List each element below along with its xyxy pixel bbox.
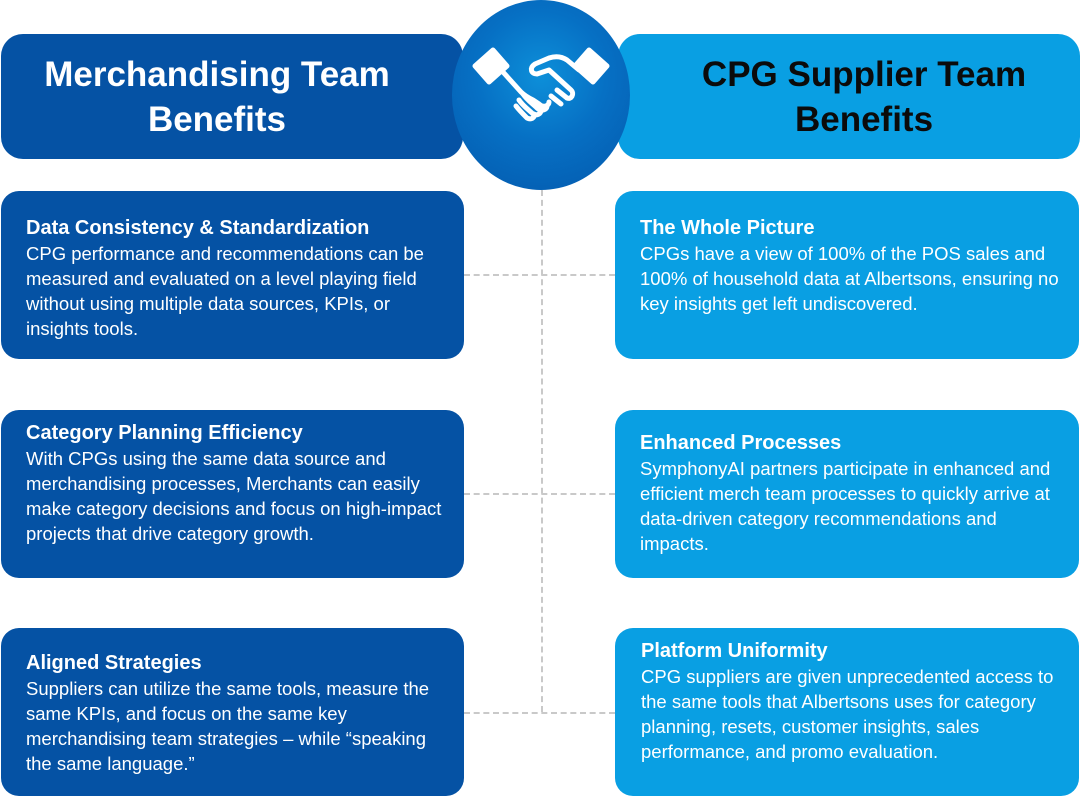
merchandising-team-header: Merchandising Team Benefits [1,34,463,159]
card-title: Enhanced Processes [640,432,842,454]
card-data-consistency: Data Consistency & Standardization CPG p… [1,191,464,359]
card-platform-uniformity: Platform Uniformity CPG suppliers are gi… [615,628,1079,796]
card-body: SymphonyAI partners participate in enhan… [640,458,1051,554]
row2-connector-line [464,493,615,495]
cpg-supplier-team-header: CPG Supplier Team Benefits [618,34,1080,159]
card-body: CPG suppliers are given unprecedented ac… [641,666,1054,762]
card-title: Category Planning Efficiency [26,422,303,444]
card-title: Platform Uniformity [641,640,828,662]
center-connector-line [541,190,543,712]
row3-connector-line [464,712,615,714]
card-enhanced-processes: Enhanced Processes SymphonyAI partners p… [615,410,1079,578]
merchandising-header-title: Merchandising Team Benefits [44,54,390,139]
card-title: Aligned Strategies [26,652,202,674]
card-title: The Whole Picture [640,217,815,239]
card-body: Suppliers can utilize the same tools, me… [26,678,430,774]
handshake-icon [472,47,610,122]
row1-connector-line [464,274,615,276]
card-title: Data Consistency & Standardization [26,217,370,239]
card-whole-picture: The Whole Picture CPGs have a view of 10… [615,191,1079,359]
card-body: CPG performance and recommendations can … [26,243,424,339]
card-category-planning: Category Planning Efficiency With CPGs u… [1,410,464,578]
supplier-header-title: CPG Supplier Team Benefits [701,54,1027,139]
card-aligned-strategies: Aligned Strategies Suppliers can utilize… [1,628,464,796]
card-body: With CPGs using the same data source and… [26,448,442,544]
card-body: CPGs have a view of 100% of the POS sale… [640,243,1059,314]
handshake-badge [452,0,630,190]
